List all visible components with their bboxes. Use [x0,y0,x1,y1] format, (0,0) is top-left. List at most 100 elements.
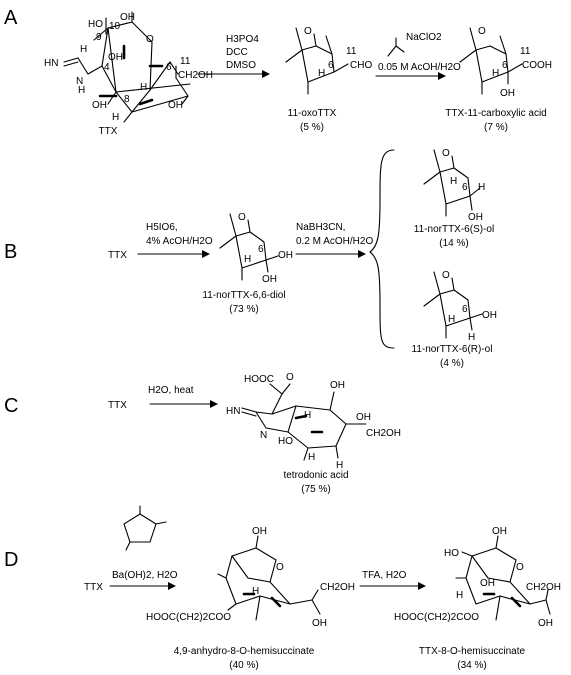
diol-label-6: 6 [258,244,264,255]
panel-label-c: C [4,395,18,417]
r-ol-structure: O 6 OH H H [423,270,497,343]
reagent-a1-1: DCC [226,47,248,58]
panel-c-start: TTX [108,400,127,411]
r-ol-yield: (4 %) [440,358,464,369]
hemi-label-ch2oh: CH2OH [526,582,561,593]
s-ol-label-h: H [450,176,457,187]
s-ol-label-oh: OH [468,212,483,223]
ttx-label-4: 4 [104,62,110,73]
arrow-d1 [109,582,176,590]
arrow-a1 [197,70,270,78]
ttx-label-oh6: OH [168,100,183,111]
ttx-label-11: 11 [180,56,191,67]
ttx-label-o: O [146,34,154,45]
tetro-yield: (75 %) [301,484,330,495]
diol-label-oh2: OH [262,274,277,285]
diol-structure: O 6 OH H OH [219,212,293,285]
hemi-label-ho: HO [444,548,459,559]
tetro-label-ch2oh: CH2OH [366,428,401,439]
hemi-label-o: O [516,562,524,573]
arrow-c [149,400,218,408]
reagent-b1-1: 4% AcOH/H2O [146,236,213,247]
acid-label-6: 6 [502,60,508,71]
ttx-label-h6: H [112,112,119,123]
hemi-label-oh3: OH [538,618,553,629]
s-ol-caption: 11-norTTX-6(S)-ol [414,224,494,235]
oxo-caption: 11-oxoTTX [288,108,337,119]
tetro-label-hooc: HOOC [244,374,274,385]
ttx-label-h2: H [78,85,85,96]
oxo-ttx-structure: O 11 CHO H 6 [285,26,372,95]
ttx-label-n: N [76,76,83,87]
acid-caption: TTX-11-carboxylic acid [445,108,547,119]
diol-label-h: H [244,254,251,265]
tetro-label-hn: HN [226,406,240,417]
panel-b-start: TTX [108,250,127,261]
arrow-b2 [295,250,366,258]
panel-d-start: TTX [84,582,103,593]
tetrodonic-acid-structure: HOOC O OH HN H OH N CH2OH HO H H [226,372,401,471]
tetro-label-oh: OH [330,380,345,391]
anh-label-h: H [252,586,259,597]
anh-label-ch2oh: CH2OH [320,582,355,593]
r-ol-label-h: H [448,314,455,325]
reagent-a2-1: 0.05 M AcOH/H2O [378,62,461,73]
reagent-a2-0: NaClO2 [406,32,442,43]
ttx-label-oh8: OH [92,100,107,111]
s-ol-label-6: 6 [462,182,468,193]
anhydro-structure: OH O H CH2OH HOOC(CH2)2COO OH [146,526,355,629]
s-ol-label-o: O [442,148,450,159]
ttx-label-ch2oh: CH2OH [178,70,213,81]
reagent-b2-1: 0.2 M AcOH/H2O [296,236,373,247]
ttx-label-oh: OH [120,12,135,23]
acid-label-cooh: COOH [522,60,552,71]
tetro-label-oh2: OH [356,412,371,423]
tetro-label-h3: H [336,460,343,471]
anh-label-o: O [276,562,284,573]
acid-label-oh: OH [500,88,515,99]
r-ol-label-h2: H [468,332,475,343]
tetro-caption: tetrodonic acid [283,470,348,481]
ttx-label-hn: HN [44,58,58,69]
succinic-anhydride-icon [123,505,167,551]
oxo-label-h: H [318,68,325,79]
diol-label-oh: OH [278,250,293,261]
reagent-c: H2O, heat [148,385,194,396]
reagent-b2-0: NaBH3CN, [296,222,345,233]
ttx-label-h: H [80,44,87,55]
anh-caption: 4,9-anhydro-8-O-hemisuccinate [174,646,315,657]
s-ol-structure: O H 6 H OH [423,148,485,223]
ttx-caption: TTX [99,126,118,137]
diol-caption: 11-norTTX-6,6-diol [202,290,285,301]
diol-yield: (73 %) [229,304,258,315]
r-ol-label-o: O [442,270,450,281]
r-ol-caption: 11-norTTX-6(R)-ol [412,344,493,355]
anh-label-oh2: OH [312,618,327,629]
r-ol-label-oh: OH [482,310,497,321]
ttx-label-h8: H [140,82,147,93]
ttx-label-8: 8 [124,94,130,105]
reagent-a1-2: DMSO [226,60,256,71]
acid-label-11: 11 [520,46,531,57]
acid-yield: (7 %) [484,122,508,133]
ttx-label-6: 6 [166,62,172,73]
oxo-label-11: 11 [346,46,357,57]
r-ol-label-6: 6 [462,304,468,315]
reagent-b1-0: H5IO6, [146,222,178,233]
ttx-label-oh4: OH [108,52,123,63]
anh-label-ester: HOOC(CH2)2COO [146,612,231,623]
carboxylic-acid-structure: O 11 COOH H 6 OH [459,26,552,99]
hemi-label-oh2: OH [480,578,495,589]
anh-label-oh: OH [252,526,267,537]
s-ol-yield: (14 %) [439,238,468,249]
arrow-d2 [359,582,426,590]
oxo-yield: (5 %) [300,122,324,133]
panel-label-b: B [4,241,17,263]
ttx-label-10: 10 [109,21,121,32]
diol-label-o: O [238,212,246,223]
acid-label-h: H [492,68,499,79]
tetro-label-n: N [260,430,267,441]
tetro-label-ho: HO [278,436,293,447]
hemi-label-h: H [456,590,463,601]
